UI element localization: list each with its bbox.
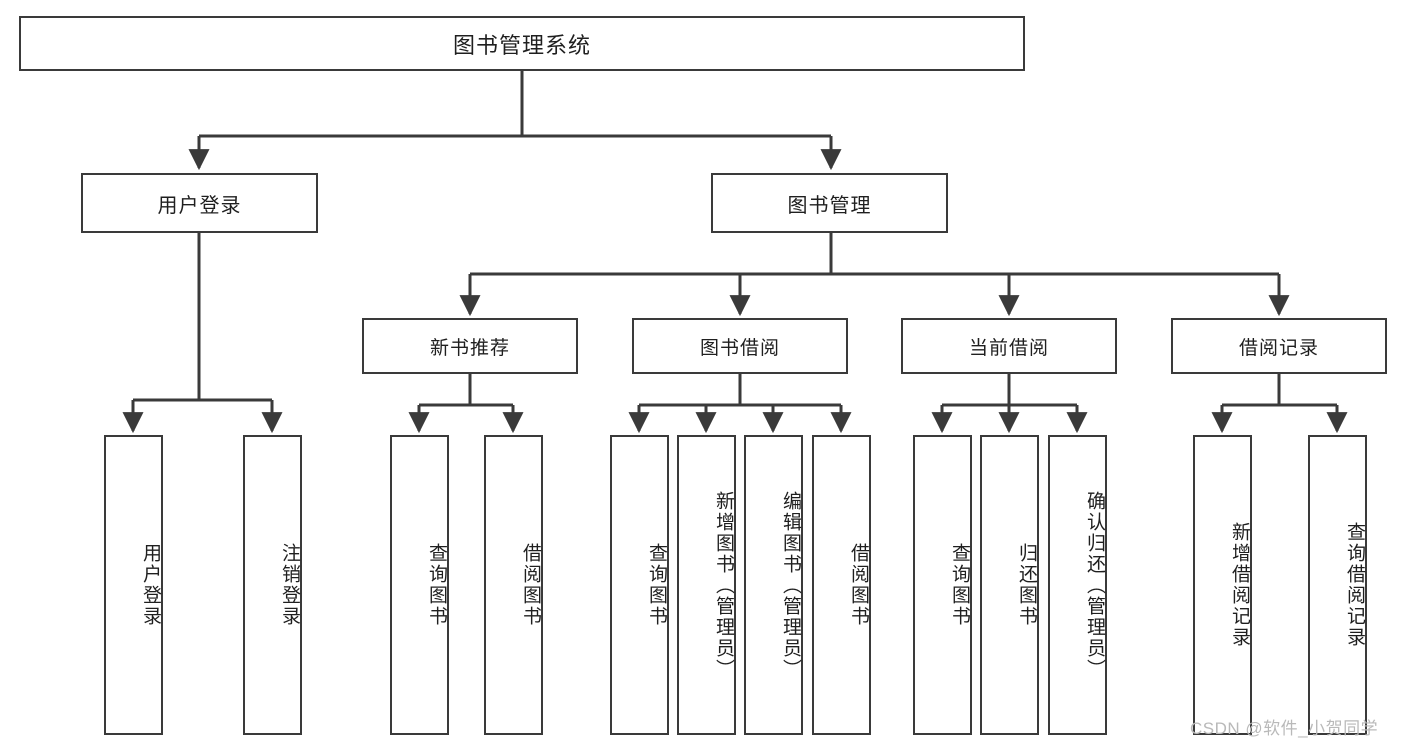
leaf-label: 新增借阅记录 <box>1229 522 1250 648</box>
node-book-borrow[interactable]: 图书借阅 <box>632 318 848 374</box>
leaf-borrow-book[interactable]: 借阅图书 <box>812 435 871 735</box>
node-label: 新书推荐 <box>429 337 510 359</box>
node-current-borrow[interactable]: 当前借阅 <box>901 318 1117 374</box>
leaf-label: 查询图书 <box>426 543 447 627</box>
leaf-label: 归还图书 <box>1016 543 1037 627</box>
node-label: 图书管理 <box>787 194 872 217</box>
leaf-label: 确认归还（管理员） <box>1084 490 1105 680</box>
leaf-label: 借阅图书 <box>848 543 869 627</box>
leaf-confirm-return-admin[interactable]: 确认归还（管理员） <box>1048 435 1107 735</box>
leaf-return-book[interactable]: 归还图书 <box>980 435 1039 735</box>
leaf-user-login[interactable]: 用户登录 <box>104 435 163 735</box>
csdn-watermark: CSDN @软件_小贺同学 <box>1190 719 1379 738</box>
leaf-label: 查询借阅记录 <box>1344 522 1365 648</box>
node-root-book-management-system[interactable]: 图书管理系统 <box>19 16 1025 71</box>
leaf-label: 查询图书 <box>949 543 970 627</box>
leaf-label: 编辑图书（管理员） <box>780 490 801 680</box>
leaf-add-book-admin[interactable]: 新增图书（管理员） <box>677 435 736 735</box>
node-label: 借阅记录 <box>1238 337 1319 359</box>
leaf-label: 查询图书 <box>646 543 667 627</box>
leaf-add-borrow-record[interactable]: 新增借阅记录 <box>1193 435 1252 735</box>
leaf-label: 借阅图书 <box>520 543 541 627</box>
leaf-query-borrow-record[interactable]: 查询借阅记录 <box>1308 435 1367 735</box>
node-new-book-recommendation[interactable]: 新书推荐 <box>362 318 578 374</box>
node-user-login[interactable]: 用户登录 <box>81 173 318 233</box>
node-label: 当前借阅 <box>968 337 1049 359</box>
node-label: 用户登录 <box>157 194 242 217</box>
node-label: 图书借阅 <box>699 337 780 359</box>
node-borrow-record[interactable]: 借阅记录 <box>1171 318 1387 374</box>
leaf-label: 新增图书（管理员） <box>713 490 734 680</box>
leaf-borrow-book-recommend[interactable]: 借阅图书 <box>484 435 543 735</box>
node-label: 图书管理系统 <box>452 32 591 58</box>
leaf-query-book-borrow[interactable]: 查询图书 <box>610 435 669 735</box>
leaf-edit-book-admin[interactable]: 编辑图书（管理员） <box>744 435 803 735</box>
leaf-label: 注销登录 <box>279 543 300 627</box>
node-book-management[interactable]: 图书管理 <box>711 173 948 233</box>
leaf-query-book-current[interactable]: 查询图书 <box>913 435 972 735</box>
leaf-label: 用户登录 <box>140 543 161 627</box>
leaf-logout[interactable]: 注销登录 <box>243 435 302 735</box>
leaf-query-book-recommend[interactable]: 查询图书 <box>390 435 449 735</box>
